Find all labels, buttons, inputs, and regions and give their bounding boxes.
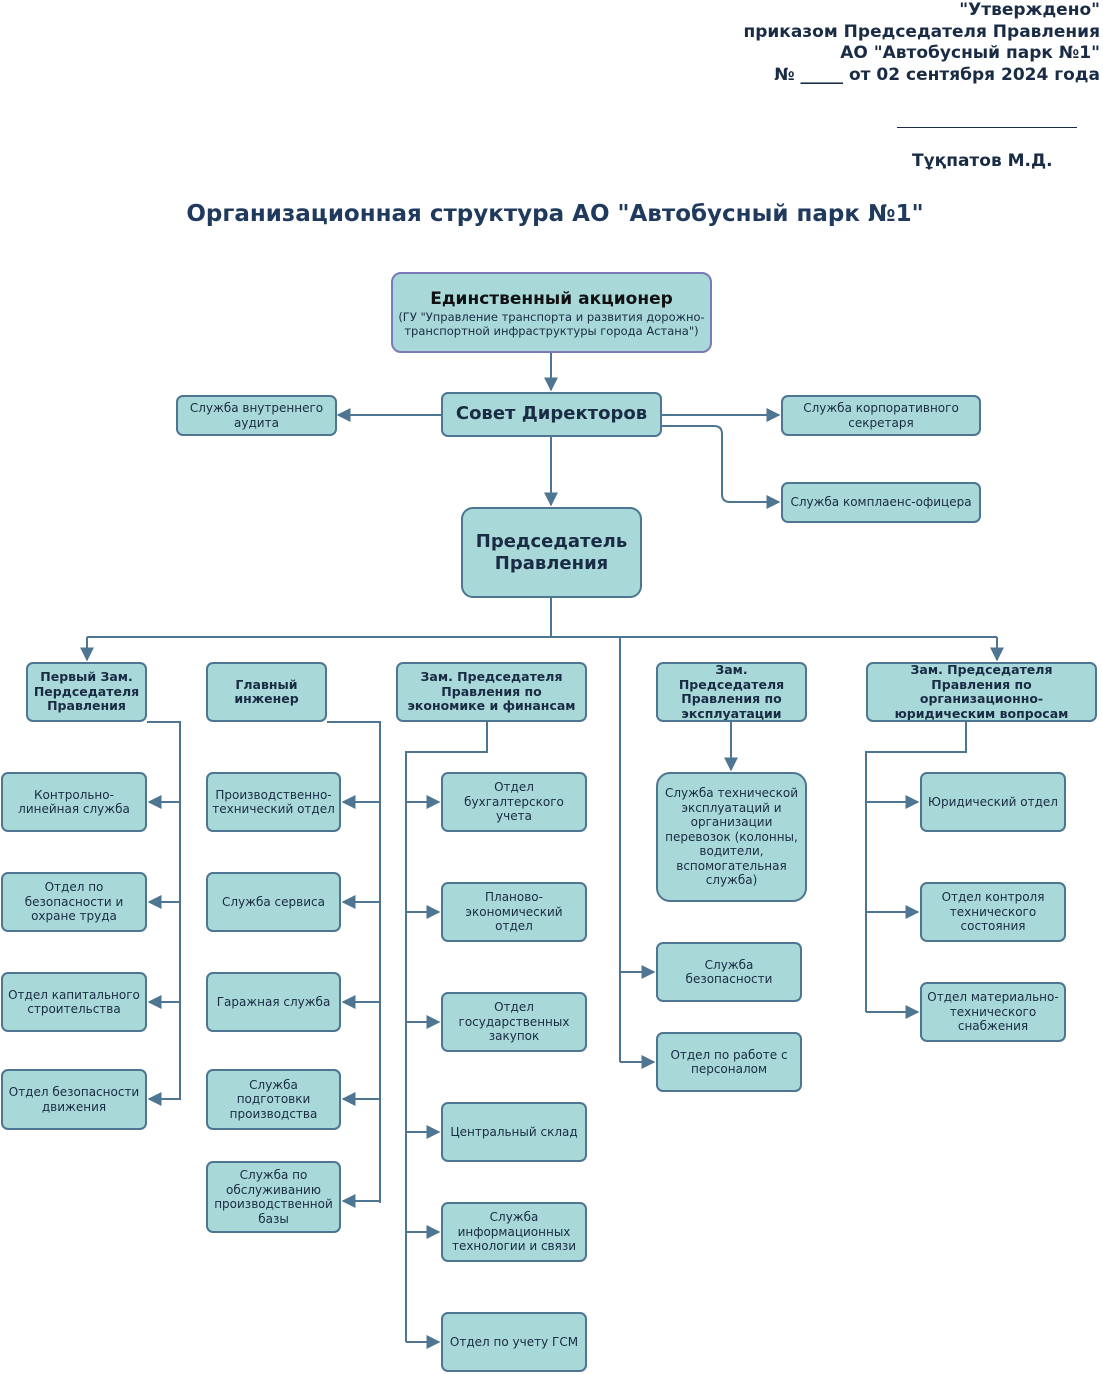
arrow-board-to-compliance: [662, 425, 781, 509]
unit-box[interactable]: Отдел бухгалтерского учета: [441, 772, 587, 832]
chairman-box[interactable]: Председатель Правления: [461, 507, 642, 598]
chief-engineer-box[interactable]: Главный инженер: [206, 662, 327, 722]
deputy-operations-box[interactable]: Зам. Председателя Правления по эксплуата…: [656, 662, 807, 722]
unit-box[interactable]: Отдел безопасности движения: [1, 1069, 147, 1130]
approval-line: АО "Автобусный парк №1": [840, 43, 1100, 63]
deputy-legal-box[interactable]: Зам. Председателя Правления по организац…: [866, 662, 1097, 722]
internal-audit-box[interactable]: Служба внутреннего аудита: [176, 395, 337, 436]
unit-box[interactable]: Служба подготовки производства: [206, 1069, 341, 1130]
spine-col5: [865, 722, 967, 1012]
unit-box[interactable]: Отдел капитального строительства: [1, 972, 147, 1032]
unit-box[interactable]: Служба по обслуживанию производственной …: [206, 1161, 341, 1233]
unit-box[interactable]: Отдел по безопасности и охране труда: [1, 872, 147, 932]
unit-box[interactable]: Центральный склад: [441, 1102, 587, 1162]
spine-col2: [327, 721, 381, 1203]
shareholder-title: Единственный акционер: [430, 288, 673, 309]
unit-box[interactable]: Юридический отдел: [920, 772, 1066, 832]
unit-box[interactable]: Гаражная служба: [206, 972, 341, 1032]
approval-block: "Утверждено" приказом Председателя Правл…: [743, 0, 1100, 86]
page-title: Организационная структура АО "Автобусный…: [186, 201, 924, 227]
signer-name: Тұқпатов М.Д.: [912, 151, 1053, 171]
corporate-secretary-box[interactable]: Служба корпоративного секретаря: [781, 395, 981, 436]
unit-box[interactable]: Служба информационных технологии и связи: [441, 1202, 587, 1262]
spine-col1: [147, 721, 181, 1100]
unit-box[interactable]: Служба безопасности: [656, 942, 802, 1002]
unit-box[interactable]: Служба сервиса: [206, 872, 341, 932]
shareholder-box[interactable]: Единственный акционер (ГУ "Управление тр…: [391, 272, 712, 353]
unit-box[interactable]: Отдел государственных закупок: [441, 992, 587, 1052]
unit-box[interactable]: Производственно-технический отдел: [206, 772, 341, 832]
approval-line: "Утверждено": [959, 0, 1100, 20]
unit-box[interactable]: Отдел контроля технического состояния: [920, 882, 1066, 942]
spine-col3: [405, 722, 488, 1342]
board-of-directors-box[interactable]: Совет Директоров: [441, 392, 662, 437]
first-deputy-box[interactable]: Первый Зам. Перд­седателя Правления: [26, 662, 147, 722]
approval-line: № _____ от 02 сентября 2024 года: [774, 64, 1100, 85]
shareholder-subtitle: (ГУ "Управление транспорта и развития до…: [398, 309, 705, 338]
unit-box[interactable]: Служба технической эксплуатаций и органи…: [656, 772, 807, 902]
unit-box[interactable]: Отдел по работе с персоналом: [656, 1032, 802, 1092]
compliance-officer-box[interactable]: Служба комплаенс-офицера: [781, 482, 981, 523]
deputy-economics-box[interactable]: Зам. Председателя Правления по экономике…: [396, 662, 587, 722]
signature-line: [897, 127, 1077, 128]
unit-box[interactable]: Планово-экономический отдел: [441, 882, 587, 942]
unit-box[interactable]: Отдел материально-технического снабжения: [920, 982, 1066, 1042]
unit-box[interactable]: Контрольно-линейная служба: [1, 772, 147, 832]
unit-box[interactable]: Отдел по учету ГСМ: [441, 1312, 587, 1372]
approval-line: приказом Председателя Правления: [743, 21, 1100, 42]
